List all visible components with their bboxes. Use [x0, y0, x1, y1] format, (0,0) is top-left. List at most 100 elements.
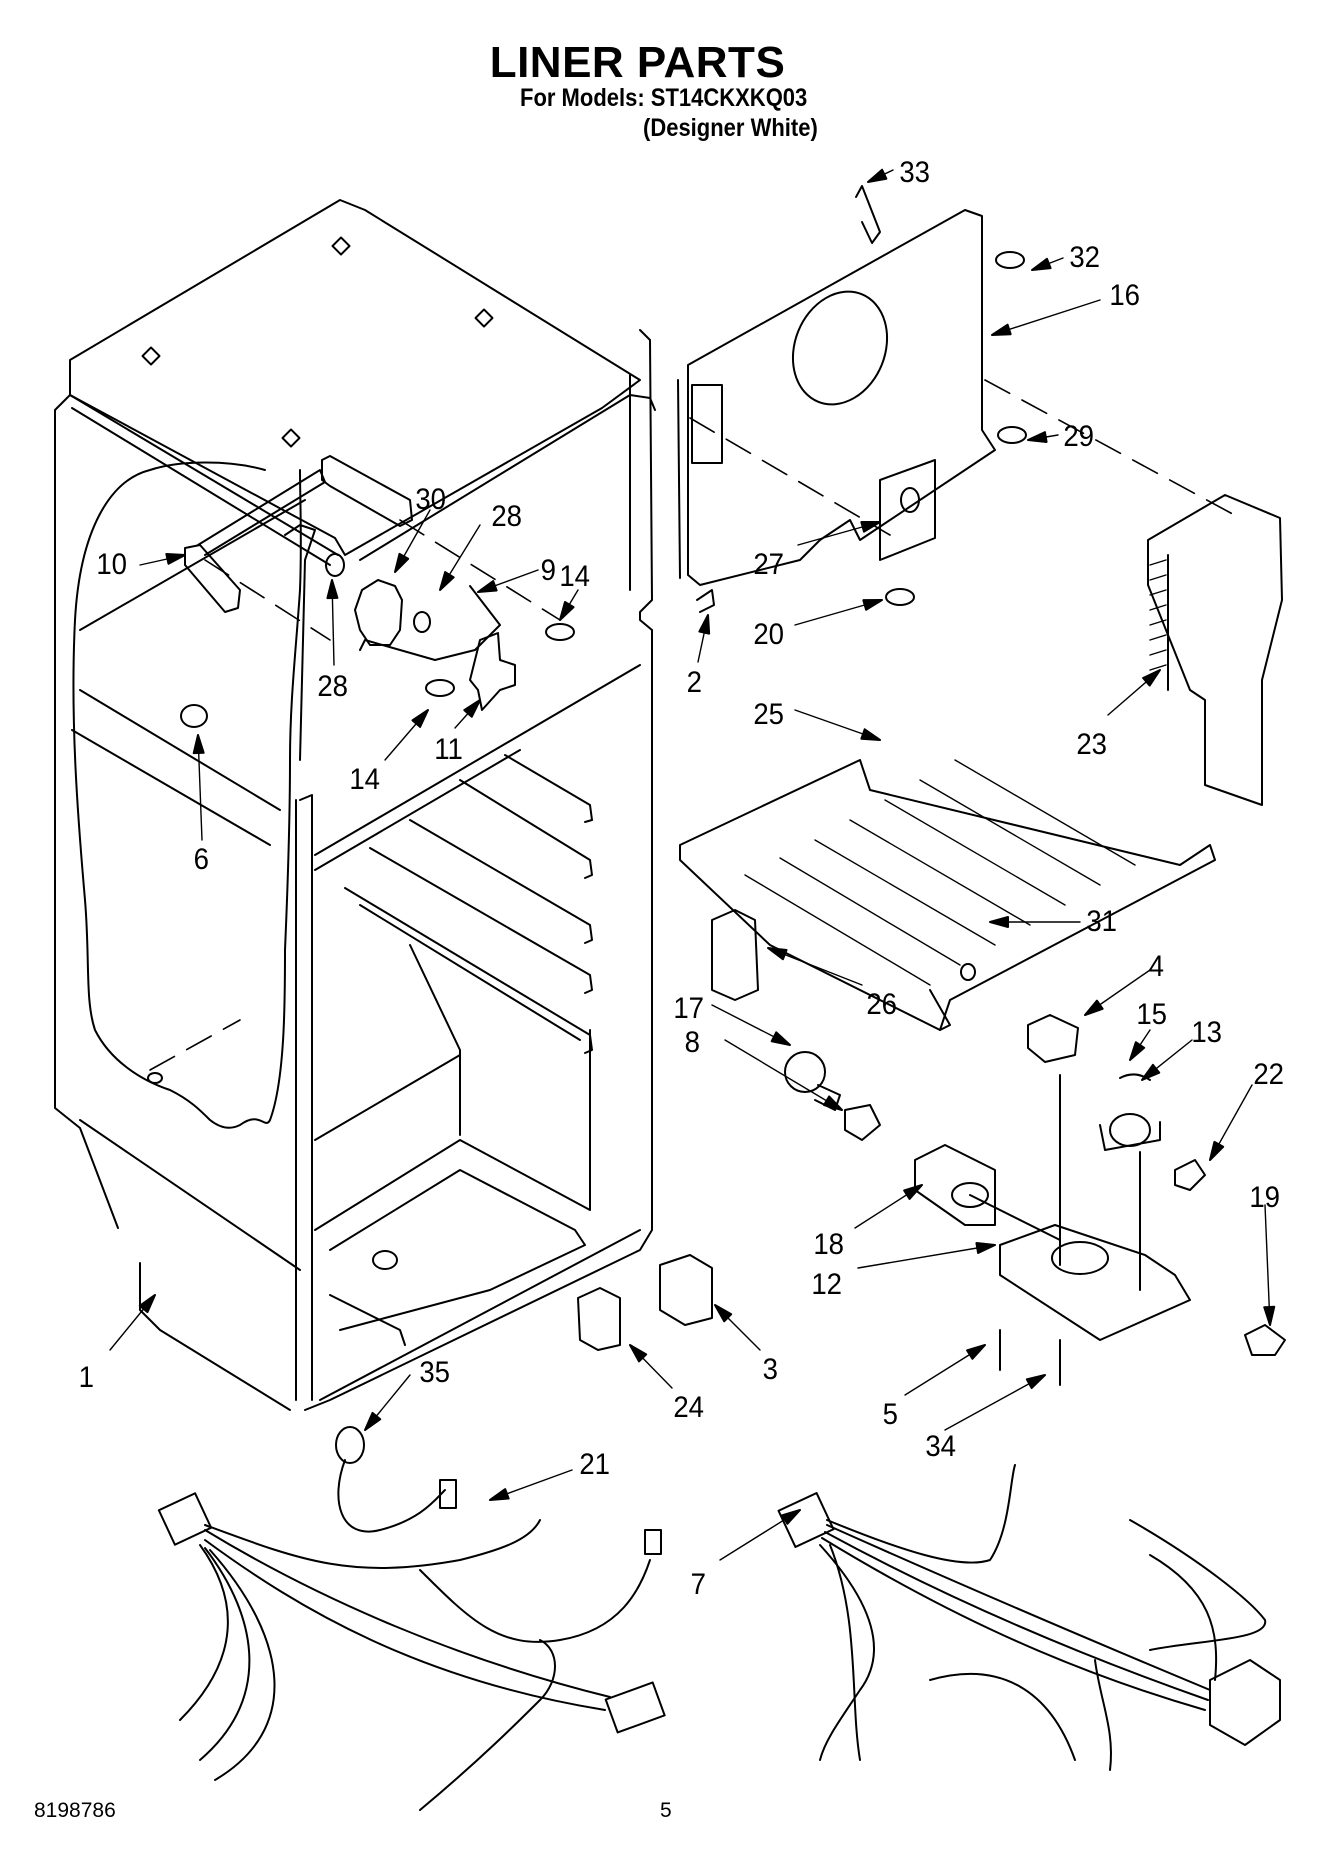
arrowhead-icon	[1142, 669, 1161, 687]
screw-20	[885, 588, 915, 606]
callout-connector-block: 3	[762, 1353, 779, 1386]
fan-motor-30	[354, 579, 403, 646]
cover-16	[687, 209, 996, 586]
arrowhead-icon	[781, 1509, 801, 1525]
defrost-sensor-35	[335, 1426, 365, 1464]
arrowhead-icon	[394, 552, 410, 573]
cabinet-top-right-rail	[359, 394, 656, 561]
variant-line: (Designer White)	[643, 114, 818, 142]
arrowhead-icon	[767, 947, 788, 961]
top-hole-2	[141, 346, 161, 366]
arrowhead-icon	[822, 1095, 843, 1111]
callout-fan-motor: 30	[415, 483, 447, 516]
callout-fan-blade: 11	[434, 733, 463, 766]
screw-14-lower	[425, 679, 455, 697]
align-dash-2	[399, 519, 561, 621]
arrowhead-icon	[489, 1488, 510, 1501]
panel-rib	[849, 819, 1031, 926]
harness-7-wire	[1129, 1519, 1267, 1651]
arrowhead-icon	[165, 553, 186, 565]
divider-mullion-left	[284, 524, 316, 761]
knob-housing-4	[1027, 1014, 1079, 1063]
shelf-rail	[504, 754, 593, 823]
cabinet-top-rail-inner	[71, 407, 331, 566]
callout-light-bulb: 17	[673, 992, 705, 1025]
callout-screw: 34	[925, 1430, 957, 1463]
top-hole-1	[331, 236, 351, 256]
lamp-shield-opening	[951, 1182, 989, 1208]
callout-grommet-lower: 28	[317, 670, 349, 703]
callout-shelf-panel: 25	[753, 698, 785, 731]
callout-terminal-block: 26	[866, 988, 898, 1021]
harness-7-wire	[829, 1544, 861, 1761]
cover-16-vent-1	[691, 384, 723, 464]
align-dash-3	[984, 379, 1241, 519]
callout-screw: 5	[882, 1398, 899, 1431]
harness-7-wire	[1094, 1659, 1112, 1771]
document-number: 8198786	[34, 1799, 116, 1822]
arrowhead-icon	[477, 580, 498, 593]
callout-fan-bracket: 9	[540, 554, 557, 587]
freezer-hole	[147, 1072, 163, 1084]
callout-screw: 20	[753, 618, 785, 651]
align-line-18	[969, 1194, 1061, 1241]
panel-25-front	[929, 989, 951, 1031]
grommet-28-right	[413, 611, 431, 633]
wire-harness-lower	[777, 1464, 1281, 1771]
arrowhead-icon	[1209, 1140, 1225, 1161]
lamp-socket-8	[844, 1104, 881, 1141]
harness-7-wire	[929, 1672, 1076, 1761]
panel-25	[679, 759, 1216, 1031]
callout-screw-upper: 14	[559, 560, 591, 593]
harness-7-wire	[821, 1537, 1206, 1711]
callout-push-pin: 2	[686, 666, 703, 699]
callout-plug-button: 6	[193, 843, 210, 876]
plug-button-6	[180, 704, 208, 728]
panel-rib	[814, 839, 996, 946]
freezer-floor-line-1	[79, 689, 281, 811]
callout-clip: 33	[899, 156, 931, 189]
control-housing-assembly	[577, 909, 1286, 1386]
page-title-text: LINER PARTS	[489, 38, 786, 87]
callout-thermostat: 13	[1191, 1016, 1223, 1049]
freezer-dash	[149, 1019, 241, 1071]
callout-connector: 24	[673, 1391, 705, 1424]
control-housing-12	[999, 1224, 1191, 1341]
callout-push-rivet: 31	[1086, 905, 1118, 938]
callout-screw: 32	[1069, 241, 1101, 274]
arrowhead-icon	[966, 1344, 986, 1360]
panel-rib	[779, 857, 961, 966]
cabinet-left-base	[139, 1262, 291, 1411]
arrowhead-icon	[714, 1304, 733, 1323]
wire-harness-upper	[157, 1426, 666, 1811]
crisper-wall	[409, 944, 461, 1136]
harness-21-wire	[209, 1549, 276, 1781]
panel-rib	[919, 779, 1101, 886]
divider-mullion-right	[299, 794, 313, 1401]
arrowhead-icon	[1141, 1063, 1161, 1081]
air-duct	[1147, 494, 1283, 806]
harness-21-wire	[419, 1559, 651, 1643]
crisper-top	[314, 1054, 461, 1141]
cover-27-hole	[900, 487, 920, 513]
shelf-rail	[459, 779, 593, 879]
light-bulb-17	[784, 1051, 826, 1093]
arrowhead-icon	[629, 1344, 648, 1363]
fresh-food-ceiling-2	[314, 749, 521, 871]
panel-rib	[744, 874, 931, 986]
shelf-rail-lower	[359, 904, 581, 1041]
top-hole-4	[281, 428, 301, 448]
arrowhead-icon	[867, 168, 888, 183]
arrowhead-icon	[860, 728, 881, 741]
switch-19	[1244, 1324, 1286, 1356]
harness-7-wire	[1149, 1554, 1218, 1681]
arrowhead-icon	[991, 323, 1012, 336]
freezer-floor-line-3	[79, 499, 306, 631]
push-pin-2	[696, 589, 715, 613]
connector-block-3	[659, 1254, 713, 1326]
arrowhead-icon	[770, 1031, 791, 1046]
evaporator-cover	[677, 185, 1241, 613]
harness-21-wire	[204, 1539, 606, 1711]
lamp-shield-18	[914, 1144, 996, 1226]
models-line: For Models: ST14CKXKQ03	[520, 84, 808, 112]
